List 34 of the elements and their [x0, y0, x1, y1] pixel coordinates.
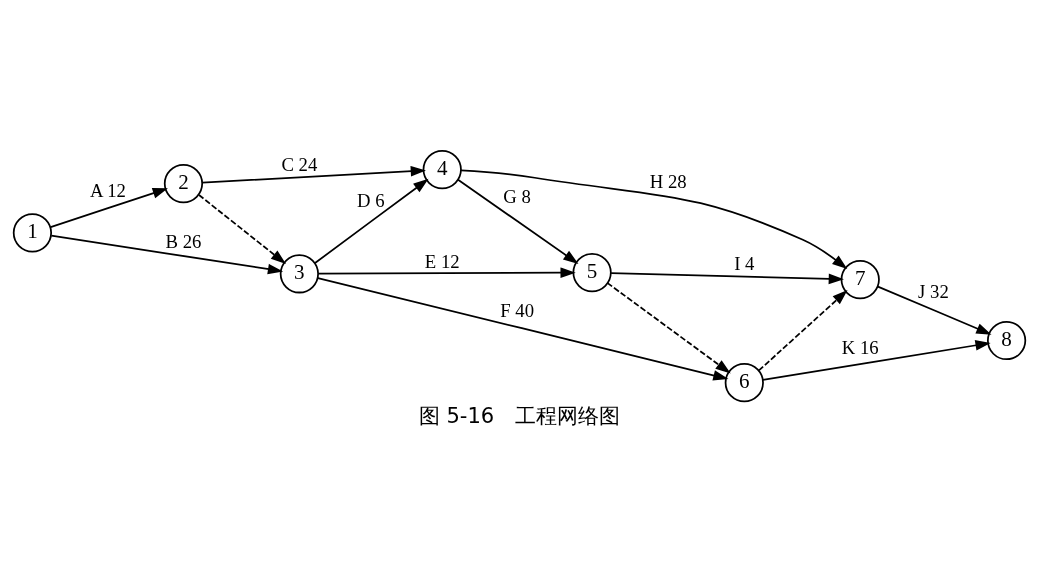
- node-circle: 5: [572, 252, 612, 292]
- arrow: [606, 281, 731, 374]
- edge-label: F 40: [499, 299, 534, 321]
- arrow: [876, 285, 992, 335]
- edge-label: B 26: [165, 230, 201, 252]
- node-circle: 2: [163, 163, 203, 203]
- edge-label: A 12: [89, 179, 126, 201]
- caption: 图 5-16 工程网络图: [418, 402, 620, 428]
- edge-label: G 8: [502, 185, 531, 207]
- edge-label: D 6: [356, 189, 385, 211]
- node-circle: 3: [279, 253, 319, 293]
- arrow: [197, 193, 286, 264]
- node-circle: 6: [724, 362, 764, 402]
- arrow: [609, 271, 844, 284]
- arrow: [49, 187, 168, 228]
- arrow: [757, 289, 848, 371]
- arrow: [316, 266, 576, 278]
- node-circle: 4: [422, 149, 462, 189]
- arrow: [200, 165, 426, 184]
- arrow: [50, 234, 283, 274]
- edge-label: I 4: [733, 252, 754, 274]
- edge-label: H 28: [649, 170, 687, 192]
- edge-label: J 32: [917, 280, 949, 302]
- node-circle: 7: [840, 259, 880, 299]
- edge-label: C 24: [280, 153, 317, 174]
- node-circle: 8: [986, 320, 1026, 360]
- node-circle: 1: [12, 212, 52, 252]
- arrow: [313, 178, 429, 264]
- arrow: [459, 169, 847, 269]
- arrow: [316, 276, 728, 381]
- edge-label: K 16: [841, 336, 879, 358]
- arrow: [761, 339, 991, 381]
- arrow: [456, 178, 578, 264]
- edge-label: E 12: [424, 250, 460, 272]
